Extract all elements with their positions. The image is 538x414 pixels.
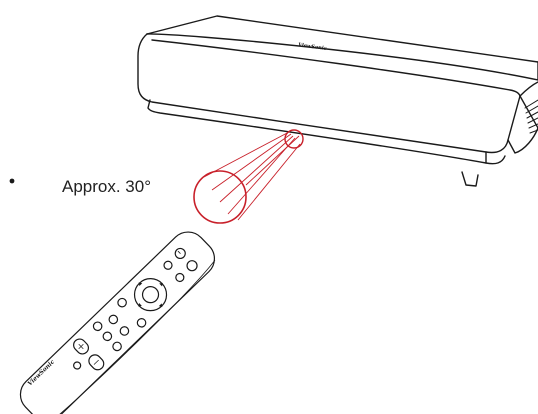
left-arrow-icon xyxy=(138,282,143,286)
volume-rocker-icon xyxy=(73,338,90,355)
menu-button-icon xyxy=(163,260,173,270)
remote-control xyxy=(19,231,216,414)
projector-brand-logo: ViewSonic xyxy=(298,42,327,52)
source-button-icon xyxy=(119,326,130,336)
ir-range-circle xyxy=(193,170,247,224)
app2-button-icon xyxy=(102,331,113,342)
back-button-icon xyxy=(117,297,127,308)
remote-brand-logo: ViewSonic xyxy=(27,358,57,387)
ok-button-icon xyxy=(141,286,160,304)
settings-button-icon xyxy=(175,272,185,283)
bullet-dot-icon xyxy=(9,178,15,184)
ir-receiver-icon xyxy=(284,129,304,149)
viewing-angle-label: Approx. 30° xyxy=(62,177,152,196)
center-small-button-icon xyxy=(73,361,82,370)
home-button-icon xyxy=(136,317,147,328)
input-button-icon xyxy=(186,260,198,272)
right-arrow-icon xyxy=(158,303,163,307)
dpad xyxy=(133,278,168,312)
up-arrow-icon xyxy=(159,282,163,287)
app3-button-icon xyxy=(112,341,122,352)
ir-signal-cone xyxy=(203,131,301,221)
channel-rocker-icon xyxy=(88,354,105,371)
mute-button-icon xyxy=(108,314,119,325)
down-arrow-icon xyxy=(138,302,142,307)
projector xyxy=(137,15,538,187)
app-button-icon xyxy=(92,321,103,332)
power-button-icon xyxy=(174,247,186,260)
